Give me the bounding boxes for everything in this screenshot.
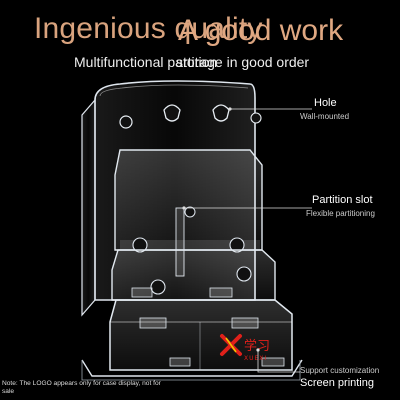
pocket-tier-2 (111, 249, 276, 301)
callout-hole-detail: Wall-mounted (300, 112, 350, 121)
callout-partition-detail: Flexible partitioning (306, 209, 375, 218)
callout-hole-line (228, 107, 312, 111)
subtitle-left: Multifunctional partition (74, 54, 218, 70)
callout-hole-title: Hole (314, 97, 337, 109)
pocket-tier-1 (114, 149, 263, 253)
headline-right: A good work (178, 14, 344, 47)
subtitle-right: storage in good order (176, 54, 310, 70)
svg-text:XUEXI: XUEXI (244, 355, 267, 362)
callout-partition-line (182, 206, 312, 210)
hole-icon (119, 104, 262, 129)
callout-partition-title: Partition slot (312, 194, 373, 206)
callout-printing-title: Support customization (300, 366, 380, 375)
disclaimer-note: Note: The LOGO appears only for case dis… (2, 380, 161, 395)
logo-text: 学习 (244, 338, 270, 354)
headline-left: Ingenious quality (34, 12, 263, 45)
logo-mark: 学习 XUEXI (220, 334, 270, 362)
callout-printing-detail: Screen printing (300, 377, 374, 389)
pocket-tier-3 (109, 299, 293, 371)
callout-printing-line (256, 348, 300, 373)
